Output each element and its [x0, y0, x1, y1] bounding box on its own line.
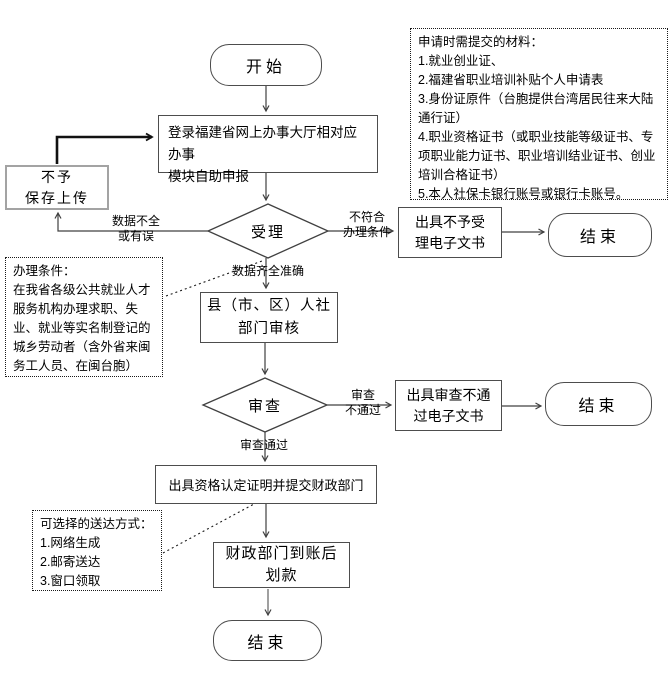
review-diamond	[201, 377, 329, 433]
end-node-1: 结束	[548, 213, 652, 257]
review-fail-doc-node: 出具审查不通 过电子文书	[395, 380, 502, 431]
edge-label-review-fail: 审查 不通过	[344, 388, 381, 417]
no-save-upload-node: 不予 保存上传	[5, 165, 109, 210]
finance-transfer-node: 财政部门到账后 划款	[213, 542, 350, 588]
review-decision-label: 审查	[247, 397, 282, 415]
reject-accept-doc-node: 出具不予受 理电子文书	[398, 207, 502, 258]
end-node-2: 结束	[545, 382, 652, 426]
start-node: 开始	[210, 44, 322, 86]
accept-diamond	[206, 203, 330, 259]
conditions-note: 办理条件： 在我省各级公共就业人才服务机构办理求职、失业、就业等实名制登记的城乡…	[5, 257, 163, 377]
accept-decision-label: 受理	[250, 223, 285, 241]
materials-note: 申请时需提交的材料： 1.就业创业证、 2.福建省职业培训补贴个人申请表 3.身…	[410, 28, 668, 201]
arrow-accept-to-nosave	[54, 211, 208, 232]
login-step-node: 登录福建省网上办事大厅相对应办事 模块自助申报	[158, 115, 378, 184]
edge-label-review-pass: 审查通过	[239, 438, 288, 452]
edge-label-data-incomplete: 数据不全 或有误	[111, 214, 160, 243]
delivery-options-note: 可选择的送达方式： 1.网络生成 2.邮寄送达 3.窗口领取	[32, 510, 162, 591]
dotted-link-conditions-to-accept	[165, 260, 263, 297]
arrow-nosave-to-login	[55, 132, 154, 164]
dotted-link-delivery-to-cert	[162, 503, 255, 554]
county-review-node: 县（市、区）人社 部门审核	[200, 292, 338, 343]
end-node-3: 结束	[213, 620, 322, 661]
edge-label-data-complete: 数据齐全准确	[231, 264, 304, 278]
edge-label-not-eligible: 不符合 办理条件	[342, 210, 391, 239]
cert-submit-node: 出具资格认定证明并提交财政部门	[155, 465, 377, 504]
